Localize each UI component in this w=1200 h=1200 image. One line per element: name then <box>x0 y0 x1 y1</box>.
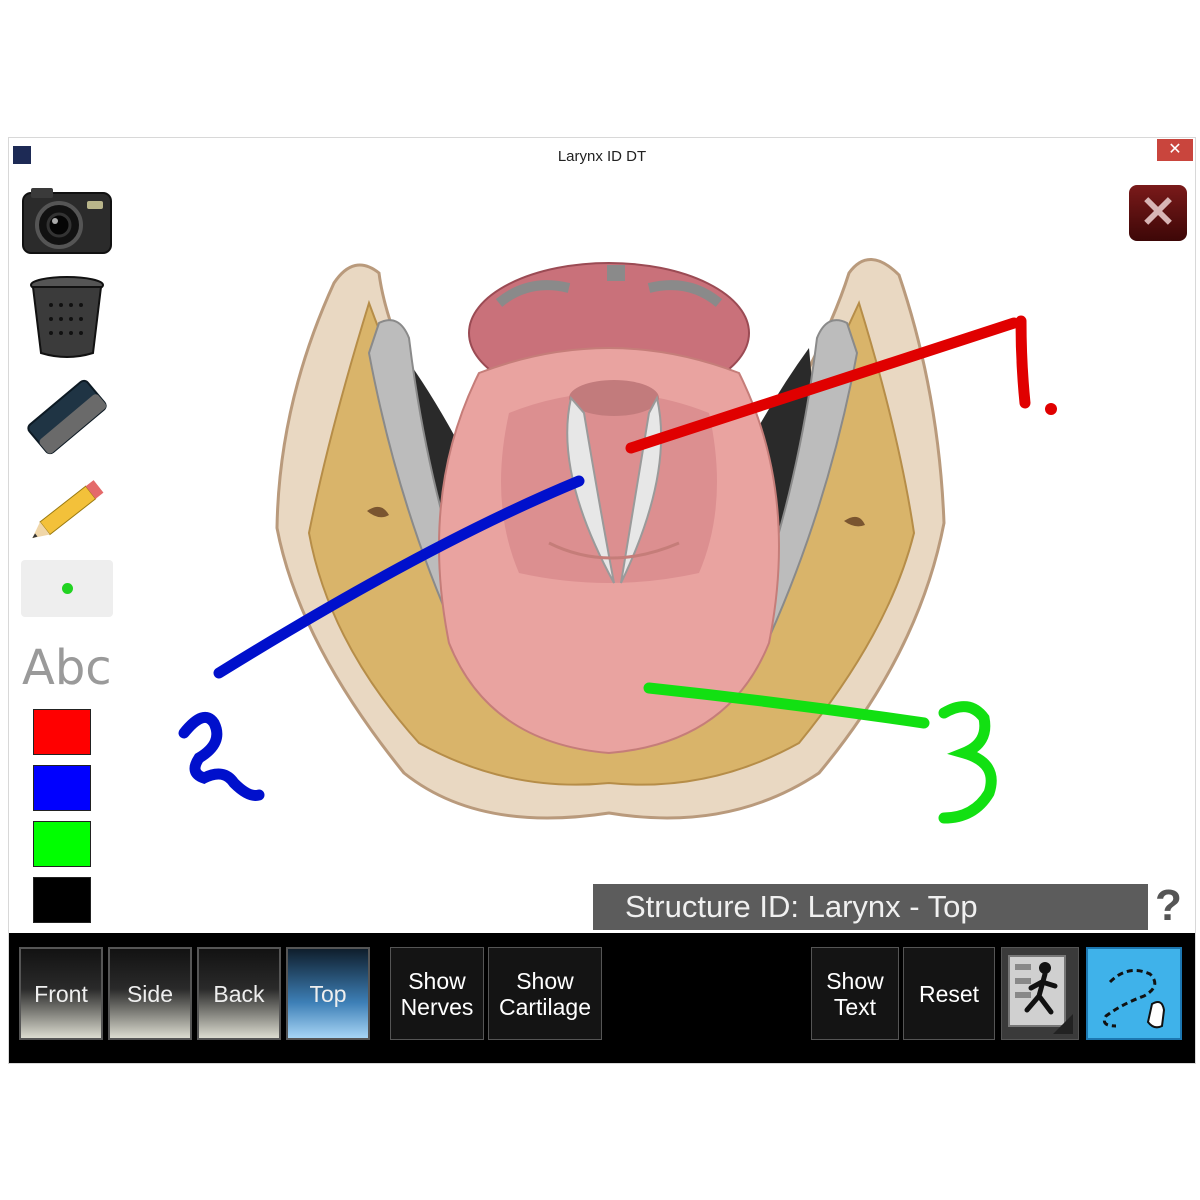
app-window: Larynx ID DT ✕ <box>8 137 1196 1064</box>
show-text-button[interactable]: Show Text <box>811 947 899 1040</box>
camera-icon <box>22 188 112 254</box>
view-back-button[interactable]: Back <box>197 947 281 1040</box>
eraser-button[interactable] <box>21 373 113 461</box>
structure-label: Structure ID: Larynx - Top <box>593 884 1148 930</box>
reset-button[interactable]: Reset <box>903 947 995 1040</box>
bottom-toolbar: Front Side Back Top Show Nerves Show Car… <box>9 933 1195 1063</box>
larynx-illustration <box>178 258 1057 824</box>
camera-button[interactable] <box>21 187 113 257</box>
draw-mode-button[interactable] <box>1086 947 1182 1040</box>
app-icon <box>13 146 31 164</box>
canvas-close-button[interactable]: ✕ <box>1129 185 1187 241</box>
show-cartilage-button[interactable]: Show Cartilage <box>488 947 602 1040</box>
pencil-button[interactable] <box>21 473 113 549</box>
text-tool-button[interactable]: Abc <box>22 640 112 696</box>
drawing-canvas[interactable]: Abc <box>9 173 1195 1063</box>
help-button[interactable]: ? <box>1155 881 1182 930</box>
view-side-button[interactable]: Side <box>108 947 192 1040</box>
view-top-button[interactable]: Top <box>286 947 370 1040</box>
window-title: Larynx ID DT <box>557 148 647 165</box>
view-front-button[interactable]: Front <box>19 947 103 1040</box>
color-swatch-green[interactable] <box>33 821 91 867</box>
window-close-button[interactable]: ✕ <box>1157 139 1193 161</box>
trash-button[interactable] <box>21 275 113 359</box>
pen-size-selector[interactable] <box>21 560 113 617</box>
title-bar: Larynx ID DT ✕ <box>9 138 1195 173</box>
trash-icon <box>30 276 104 358</box>
color-swatch-red[interactable] <box>33 709 91 755</box>
color-swatch-blue[interactable] <box>33 765 91 811</box>
runner-quiz-icon <box>1008 954 1073 1034</box>
quiz-mode-button[interactable] <box>1001 947 1079 1040</box>
eraser-icon <box>27 379 107 455</box>
pencil-icon <box>32 480 104 539</box>
lasso-draw-icon <box>1102 968 1166 1028</box>
color-swatch-black[interactable] <box>33 877 91 923</box>
show-nerves-button[interactable]: Show Nerves <box>390 947 484 1040</box>
pen-size-dot <box>62 583 73 594</box>
